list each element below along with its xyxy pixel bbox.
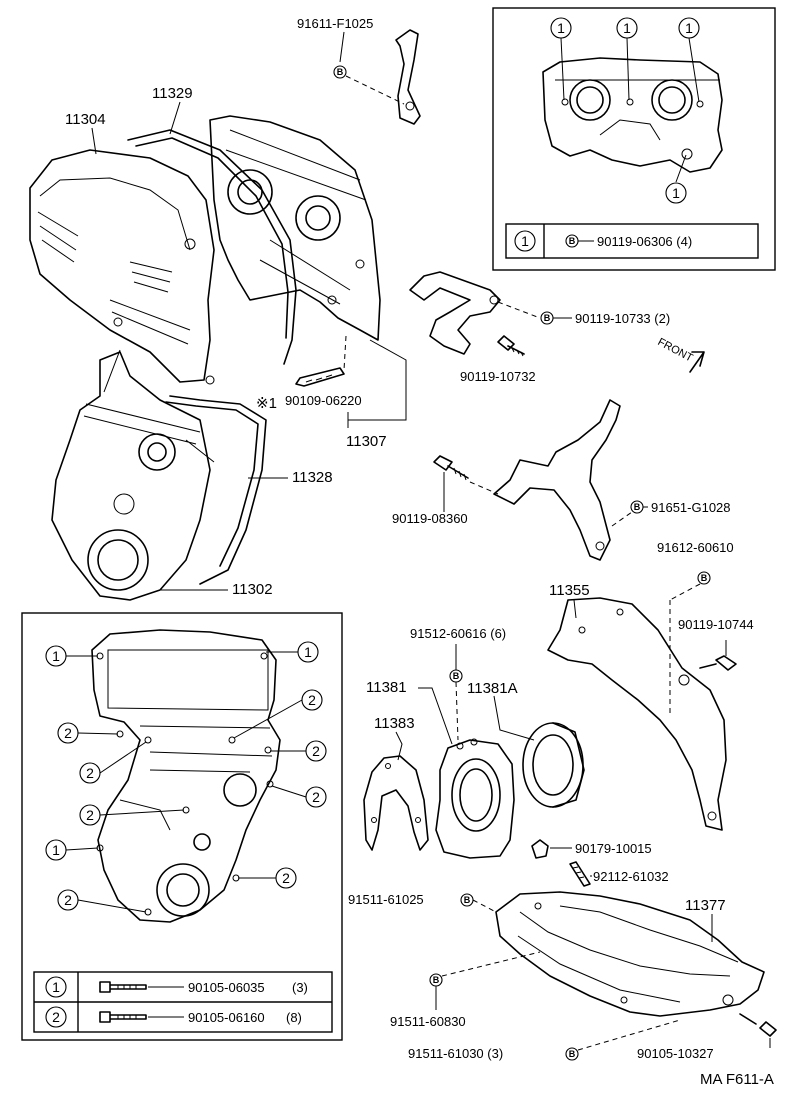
top-callout-1a: 1 <box>557 20 565 36</box>
label-11381: 11381 <box>366 679 407 696</box>
top-callout-1d: 1 <box>672 185 680 201</box>
lower-cover-11302 <box>51 351 211 601</box>
label-91511-60830: 91511-60830 <box>390 1014 466 1029</box>
gasket-11383 <box>363 755 429 851</box>
gasket-11329 <box>127 129 297 365</box>
bottom-table-qty-2: (8) <box>286 1010 302 1025</box>
bottom-callout-2c: 2 <box>312 743 320 759</box>
upper-bracket-drawing <box>409 271 501 355</box>
label-90109: 90109-06220 <box>285 393 362 408</box>
label-11328: 11328 <box>292 469 333 486</box>
bottom-callout-2h: 2 <box>64 892 72 908</box>
bottom-table-part-1: 90105-06035 <box>188 980 265 995</box>
upper-cover-11304 <box>29 149 215 383</box>
label-90179: 90179-10015 <box>575 841 652 856</box>
top-callout-1c: 1 <box>685 20 693 36</box>
diagram-code: MA F611-A <box>700 1071 774 1088</box>
engine-brackets: B 90119-10733 (2) 90119-10732 FRONT 9011… <box>392 271 731 561</box>
bottom-callout-2b: 2 <box>64 725 72 741</box>
label-11355: 11355 <box>549 582 590 599</box>
label-91511-61025: 91511-61025 <box>348 892 424 907</box>
top-table-b-mark: B <box>569 236 576 246</box>
label-91611: 91611-F1025 <box>297 16 373 31</box>
retainer-11381 <box>435 739 515 859</box>
bottom-callout-2g: 2 <box>282 870 290 886</box>
bottom-callout-2d: 2 <box>86 765 94 781</box>
label-11329: 11329 <box>152 85 193 102</box>
end-plate-11355 <box>547 597 727 831</box>
b-mark-91651: B <box>634 502 641 512</box>
b-mark-90119-10733: B <box>544 313 551 323</box>
b-mark-91511-61030: B <box>569 1049 576 1059</box>
b-mark-91511-61025: B <box>464 895 471 905</box>
bottom-callout-2a: 2 <box>308 692 316 708</box>
timing-cover-assembly <box>29 29 421 601</box>
label-11302: 11302 <box>232 581 273 598</box>
bottom-callout-1c: 1 <box>52 842 60 858</box>
front-label: FRONT <box>656 336 695 365</box>
bolt-icon <box>99 981 147 993</box>
label-11377: 11377 <box>685 897 726 914</box>
bottom-table-ref-2: 2 <box>52 1009 60 1025</box>
label-90119-08360: 90119-08360 <box>392 511 468 526</box>
label-91511-61030: 91511-61030 (3) <box>408 1046 503 1061</box>
label-90105-10327: 90105-10327 <box>637 1046 714 1061</box>
bottom-callout-2e: 2 <box>312 789 320 805</box>
label-11307: 11307 <box>346 433 387 450</box>
bottom-table-part-2: 90105-06160 <box>188 1010 265 1025</box>
label-91612: 91612-60610 <box>657 540 734 555</box>
bottom-table-ref-1: 1 <box>52 979 60 995</box>
rear-seal-and-pan: 91612-60610 B 90119-10744 11355 11381A 1… <box>348 540 777 1061</box>
top-table-ref: 1 <box>521 233 529 249</box>
label-11381A: 11381A <box>467 680 518 697</box>
b-mark-91612: B <box>701 573 708 583</box>
bottom-callout-2f: 2 <box>86 807 94 823</box>
label-11383: 11383 <box>374 715 415 732</box>
stud-90109 <box>295 367 345 387</box>
bottom-inset: 1 1 1 2 2 2 2 2 2 2 2 1 <box>21 612 343 1041</box>
oil-pan-11377 <box>495 891 765 1017</box>
b-mark-91611: B <box>337 67 344 77</box>
top-table-part: 90119-06306 (4) <box>597 234 692 249</box>
hook-91611 <box>395 29 421 125</box>
bottom-callout-1a: 1 <box>52 648 60 664</box>
top-callout-1b: 1 <box>623 20 631 36</box>
gasket-11328 <box>169 395 267 585</box>
top-inset: 1 1 1 1 1 B 90119-06306 (4) <box>492 7 776 271</box>
label-91651: 91651-G1028 <box>651 500 731 515</box>
label-92112: 92112-61032 <box>593 869 669 884</box>
bottom-inset-cover-drawing <box>91 629 281 923</box>
label-11304: 11304 <box>65 111 106 128</box>
label-90119-10744: 90119-10744 <box>678 617 754 632</box>
cover-plate-drawing <box>209 115 381 341</box>
engine-block-drawing <box>542 57 723 173</box>
b-mark-91512: B <box>453 671 460 681</box>
lower-bracket-drawing <box>493 399 621 561</box>
label-90109-mark: ※1 <box>256 395 277 412</box>
label-91512: 91512-60616 (6) <box>410 626 506 641</box>
label-90119-10733: 90119-10733 (2) <box>575 311 670 326</box>
label-90119-10732: 90119-10732 <box>460 369 536 384</box>
b-mark-91511-60830: B <box>433 975 440 985</box>
main-labels: 11304 11329 91611-F1025 B ※1 90109-06220… <box>65 16 407 598</box>
bolt-icon <box>99 1011 147 1023</box>
front-arrow <box>689 351 705 373</box>
bottom-callout-1b: 1 <box>304 644 312 660</box>
bottom-table-qty-1: (3) <box>292 980 308 995</box>
